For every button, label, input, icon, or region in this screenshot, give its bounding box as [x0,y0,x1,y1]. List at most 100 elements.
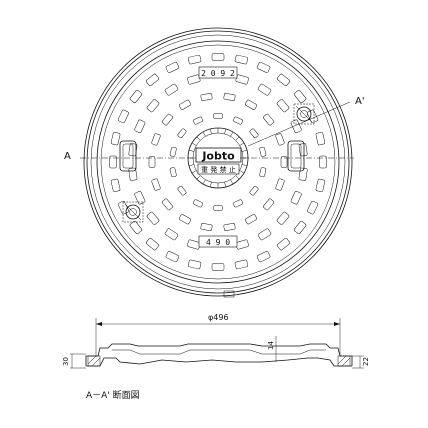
lid-slot [290,191,302,205]
emblem-spoke [235,136,240,141]
lid-slot [179,99,191,110]
lid-slot [235,239,249,250]
dim-arrow-left [96,322,102,326]
plan-view: Jobto 重 発 禁 止 2 0 9 2 4 9 0 A A' [64,27,365,298]
lid-slot [276,99,290,113]
lid-slot [145,237,160,251]
emblem-spoke [196,136,201,141]
lid-slot [177,185,187,196]
lid-slot [259,146,267,157]
lid-slot [213,113,223,119]
lid-slot [298,143,308,157]
lid-slot [165,251,180,263]
lid-slot [151,133,161,146]
lid-slot [161,113,173,126]
lid-slot [257,228,272,241]
dim-arrow-right [334,322,340,326]
frame-hatch-right [337,355,351,367]
lid-slot [165,61,180,73]
lid-slot [164,228,179,241]
emblem-spoke [230,179,234,185]
lid-slot [234,259,248,270]
lid-slot [276,237,291,251]
lid-slot [263,198,275,211]
lid-slot [188,259,202,270]
lid-inner-ring [100,44,336,280]
emblem-spoke [196,175,201,180]
emblem-spoke [242,149,248,152]
emblem-spoke [188,164,194,167]
lid-slot [276,211,290,225]
emblem-spoke [242,164,248,167]
lid-slot [249,128,259,139]
lid-pad [287,140,305,172]
emblem-spoke [224,182,227,188]
lid-slot [169,167,177,178]
lid-slot [315,132,326,146]
lid-slot [245,99,257,110]
lid-slot [200,223,213,231]
lid-slot [280,156,288,168]
lid-slot [233,199,243,208]
emblem-spoke [191,142,197,146]
emblem-spoke [191,170,197,174]
frame-ring-3 [90,34,346,290]
frame-hatch-left [87,355,101,367]
lid-slot [245,214,257,225]
bottom-mark-plate [198,235,238,248]
lid-slot [148,156,156,168]
lid-slot [129,220,143,235]
logo-plate [195,147,242,163]
lid-pad-inner [290,143,302,169]
dim-thickness: 14 [267,341,275,350]
lid-slot [177,128,187,139]
lid-slot [256,251,271,263]
lid-pattern [109,53,327,271]
lock-bolt-lower-left [122,201,144,223]
lid-slot [223,223,236,231]
dim-right-height: 22 [362,357,370,366]
lid-slot [187,74,201,85]
lid-slot [110,178,121,192]
lid-slot [161,198,173,211]
emblem-spoke [239,142,245,146]
lid-slot [117,109,129,124]
emblem-spoke [209,182,212,188]
section-lid-inner [112,349,326,355]
section-profile-top [85,343,353,366]
emblem-spoke [239,170,245,174]
logo-text: Jobto [201,150,235,163]
lid-slot [145,73,160,87]
lid-slot [275,133,285,146]
dim-diameter: φ496 [208,313,229,322]
lid-slot [134,119,146,133]
lid-slot [128,167,138,181]
lid-slot [293,89,307,104]
lid-slot [200,93,213,101]
warning-text: 重 発 禁 止 [201,165,236,174]
bottom-mark: 4 9 0 [206,238,230,247]
lid-slot [164,83,179,96]
lid-slot [211,263,225,271]
lid-slot [187,239,201,250]
lock-bolt-upper-right [293,103,315,125]
lid-slot [223,93,236,101]
lid-slot [276,73,291,87]
lid-slot [234,54,248,65]
lid-slot [110,132,121,146]
lid-slot [134,191,146,205]
lid-pad [119,140,137,172]
emblem-spoke [188,149,194,152]
emblem-spoke [224,128,227,134]
lid-slot [257,83,272,96]
section-profile-bottom [86,357,352,367]
lid-slot [263,113,275,126]
lid-slot [235,74,249,85]
lid-slot [179,214,191,225]
lid-slot [256,61,271,73]
emblem-spoke [235,175,240,180]
dim-left-height: 30 [62,357,70,366]
section-caption: A－A' 断面図 [86,389,140,401]
lid-slot [193,116,203,125]
lid-slot [129,89,143,104]
